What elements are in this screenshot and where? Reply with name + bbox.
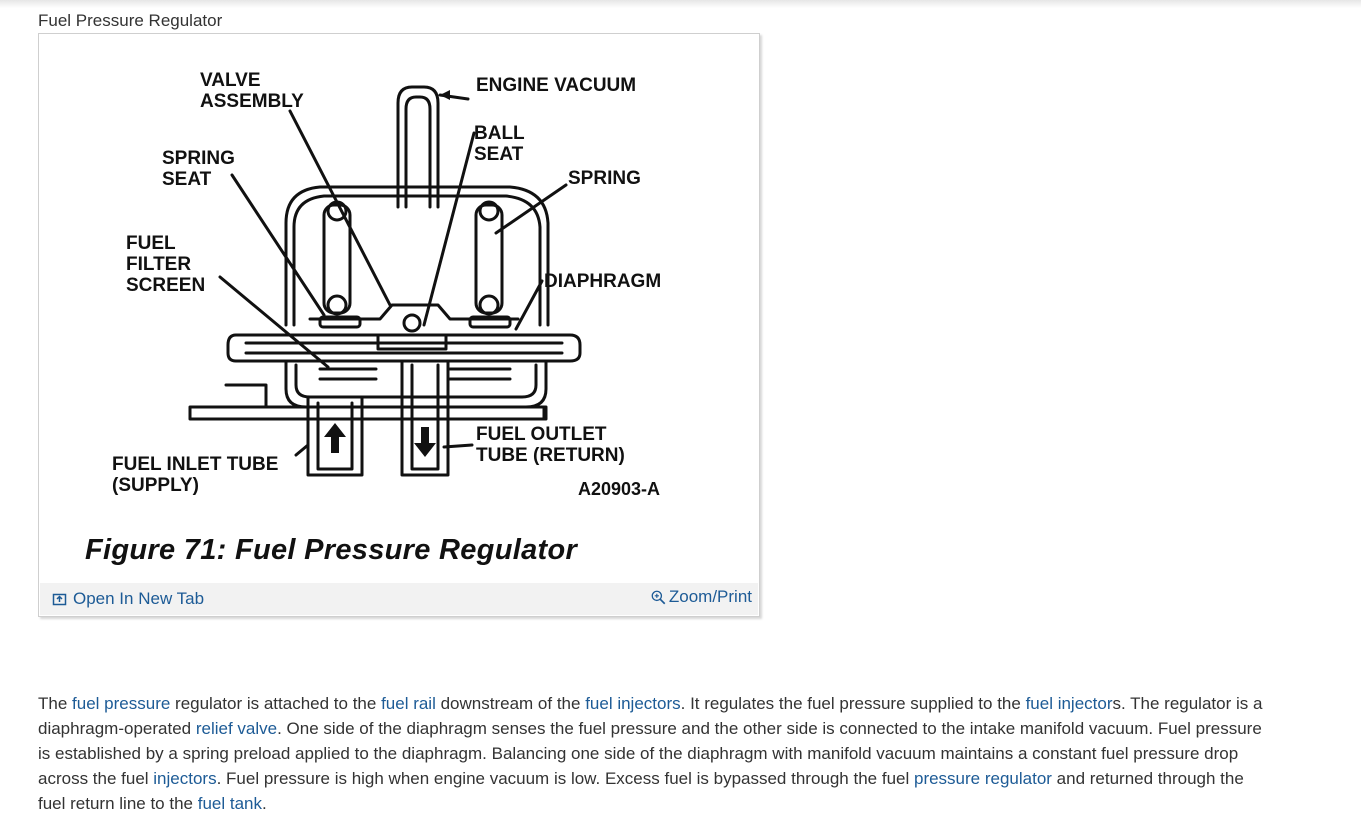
diaphragm-flange: [226, 333, 582, 363]
label-fuel-filter-3: SCREEN: [126, 275, 205, 296]
outlet-arrow: [414, 427, 436, 457]
link-fuel-tank[interactable]: fuel tank: [197, 794, 262, 813]
open-in-new-tab-link[interactable]: Open In New Tab: [52, 589, 204, 609]
text-segment: .: [261, 794, 267, 813]
zoom-print-link[interactable]: Zoom/Print: [651, 587, 752, 607]
figure-code: A20903-A: [578, 479, 660, 499]
text-segment: regulator is attached to the: [170, 694, 382, 713]
label-ball-seat-1: BALL: [474, 123, 525, 144]
link-fuel-injector[interactable]: fuel injector: [1025, 694, 1113, 713]
link-fuel-pressure[interactable]: fuel pressure: [72, 694, 171, 713]
text-segment: . Fuel pressure is high when engine vacu…: [216, 769, 914, 788]
zoom-print-label: Zoom/Print: [668, 587, 752, 606]
ball: [402, 313, 422, 333]
outlet-tube: [400, 359, 450, 477]
label-spring-seat-1: SPRING: [162, 148, 235, 169]
upper-housing: [284, 185, 550, 327]
open-in-new-tab-label: Open In New Tab: [73, 589, 205, 608]
label-diaphragm: DIAPHRAGM: [544, 271, 661, 292]
figure-container: VALVE ASSEMBLY ENGINE VACUUM BALL SEAT S…: [38, 33, 760, 617]
label-valve-assembly-1: VALVE: [200, 70, 261, 91]
top-shadow: [0, 0, 1361, 8]
inlet-arrow: [324, 423, 346, 453]
label-fuel-filter-2: FILTER: [126, 254, 191, 275]
label-spring-seat-2: SEAT: [162, 169, 212, 190]
label-fuel-inlet-2: (SUPPLY): [112, 475, 199, 496]
inlet-tube: [306, 395, 364, 477]
label-fuel-outlet-1: FUEL OUTLET: [476, 424, 607, 445]
label-valve-assembly-2: ASSEMBLY: [200, 91, 304, 112]
text-segment: downstream of the: [435, 694, 586, 713]
label-fuel-outlet-2: TUBE (RETURN): [476, 445, 625, 466]
label-engine-vacuum: ENGINE VACUUM: [476, 75, 636, 96]
figure-caption: Figure 71: Fuel Pressure Regulator: [85, 534, 578, 566]
text-segment: s. The regulator is a diaphragm-operated: [38, 694, 1263, 738]
text-segment: . It regulates the fuel pressure supplie…: [680, 694, 1026, 713]
label-fuel-filter-1: FUEL: [126, 233, 176, 254]
description-paragraph: The fuel pressure regulator is attached …: [38, 691, 1268, 816]
vacuum-nipple: [396, 85, 440, 209]
link-fuel-rail[interactable]: fuel rail: [381, 694, 436, 713]
link-relief-valve[interactable]: relief valve: [195, 719, 278, 738]
label-spring: SPRING: [568, 168, 641, 189]
open-new-tab-icon: [52, 593, 67, 605]
section-title: Fuel Pressure Regulator: [38, 11, 223, 30]
text-segment: and returned through the fuel return lin…: [38, 769, 1244, 813]
label-ball-seat-2: SEAT: [474, 144, 524, 165]
link-pressure-regulator[interactable]: pressure regulator: [913, 769, 1052, 788]
fuel-pressure-regulator-diagram: VALVE ASSEMBLY ENGINE VACUUM BALL SEAT S…: [112, 70, 661, 499]
label-fuel-inlet-1: FUEL INLET TUBE: [112, 454, 278, 475]
link-injectors[interactable]: injectors: [153, 769, 217, 788]
figure-toolbar: Open In New Tab Zoom/Print: [40, 583, 758, 615]
link-fuel-injectors[interactable]: fuel injectors: [585, 694, 681, 713]
text-segment: . One side of the diaphragm senses the f…: [38, 719, 1262, 788]
zoom-in-icon: [651, 590, 666, 604]
text-segment: The: [38, 694, 73, 713]
